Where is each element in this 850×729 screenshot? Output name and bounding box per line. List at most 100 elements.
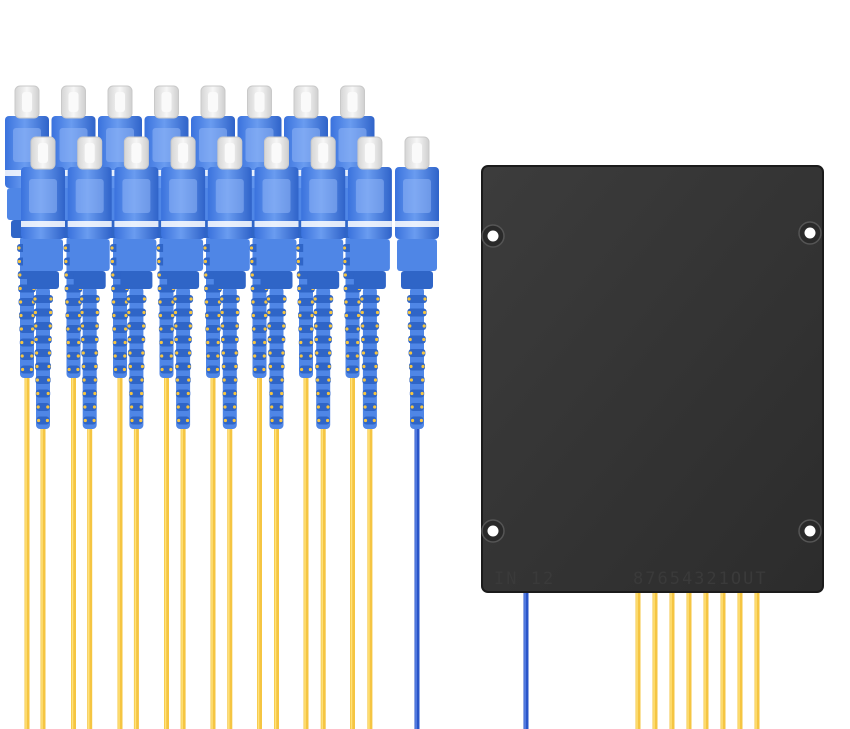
boot-rib-dot — [47, 364, 51, 369]
boot-rib — [126, 308, 146, 317]
boot-rib-dot — [310, 327, 314, 331]
boot-rib — [253, 365, 266, 374]
boot-rib-dot — [356, 313, 361, 318]
boot-rib — [251, 311, 268, 320]
housing-band — [301, 221, 346, 227]
connector-collar — [303, 239, 344, 271]
boot-rib-dot — [140, 391, 144, 396]
boot-rib — [362, 376, 378, 384]
boot-rib-dot — [127, 310, 131, 315]
boot-rib-dot — [129, 391, 133, 396]
boot-rib-dot — [407, 297, 411, 301]
boot-rib-dot — [95, 324, 99, 328]
boot-rib-dot — [205, 327, 209, 331]
boot-rib-dot — [315, 364, 319, 369]
boot-rib — [173, 308, 193, 317]
boot-rib-dot — [142, 310, 146, 315]
boot-rib — [251, 325, 268, 333]
boot-rib-dot — [423, 310, 427, 315]
boot-rib — [128, 362, 145, 371]
boot-rib — [252, 338, 267, 347]
boot-rib-dot — [18, 286, 22, 291]
boot-rib-dot — [360, 310, 364, 315]
ferrule-tip — [364, 143, 375, 163]
boot-rib-dot — [410, 405, 414, 409]
boot-rib — [345, 338, 360, 347]
boot-rib — [35, 362, 51, 371]
boot-rib-dot — [355, 354, 359, 358]
boot-rib-dot — [128, 337, 132, 342]
boot-rib-dot — [157, 259, 161, 264]
connector-collar — [209, 239, 250, 271]
boot-rib-dot — [310, 313, 314, 318]
boot-rib-dot — [36, 391, 40, 396]
boot-rib-dot — [296, 259, 300, 264]
boot-rib-dot — [17, 259, 21, 264]
boot-rib-dot — [280, 378, 284, 382]
boot-rib-dot — [361, 324, 365, 328]
boot-rib-dot — [329, 297, 333, 301]
connector-boot — [407, 287, 427, 429]
boot-rib-dot — [142, 324, 146, 328]
boot-rib-dot — [82, 378, 86, 382]
boot-rib-dot — [49, 310, 53, 315]
boot-rib — [205, 338, 221, 347]
boot-rib-dot — [249, 246, 254, 250]
boot-rib-dot — [33, 297, 37, 301]
boot-rib-dot — [20, 340, 24, 345]
boot-rib-dot — [46, 405, 50, 409]
boot-rib — [269, 389, 284, 398]
boot-rib-dot — [263, 340, 267, 345]
boot-rib-dot — [235, 324, 239, 328]
boot-rib-dot — [217, 327, 221, 331]
boot-rib — [130, 416, 143, 425]
boot-rib-dot — [410, 391, 414, 396]
boot-rib-dot — [204, 286, 208, 291]
boot-rib-dot — [233, 378, 237, 382]
boot-rib-dot — [345, 327, 349, 331]
boot-rib — [268, 349, 285, 357]
boot-rib — [19, 311, 35, 320]
boot-rib-dot — [327, 378, 331, 382]
boot-rib — [408, 335, 426, 344]
boot-rib-dot — [344, 286, 348, 291]
sc-connector — [21, 136, 65, 729]
boot-rib-dot — [297, 273, 301, 277]
boot-rib — [268, 376, 285, 384]
boot-rib-dot — [362, 364, 366, 369]
boot-rib-dot — [159, 340, 163, 345]
boot-rib-dot — [170, 313, 175, 318]
sc-connector — [347, 136, 392, 729]
housing-band — [67, 221, 112, 227]
ferrule-tip — [347, 92, 358, 112]
boot-rib — [158, 311, 175, 320]
boot-rib-dot — [236, 297, 240, 301]
boot-rib-dot — [326, 405, 330, 409]
boot-rib-dot — [374, 351, 378, 355]
boot-rib-dot — [299, 340, 303, 345]
boot-rib — [65, 325, 82, 333]
mounting-hole-opening — [487, 230, 499, 242]
boot-rib — [360, 308, 380, 317]
boot-rib-dot — [34, 324, 38, 328]
boot-rib-dot — [215, 367, 219, 372]
boot-rib-dot — [251, 300, 255, 304]
boot-rib-dot — [253, 354, 257, 358]
ferrule-tip — [301, 92, 311, 112]
boot-rib-dot — [64, 259, 68, 264]
boot-rib — [362, 389, 378, 398]
boot-rib-dot — [126, 297, 130, 301]
boot-rib-dot — [157, 273, 161, 277]
boot-rib-dot — [316, 391, 320, 396]
boot-rib-dot — [187, 351, 192, 355]
boot-rib — [36, 403, 50, 411]
boot-rib — [409, 362, 425, 371]
boot-rib-dot — [221, 324, 225, 328]
boot-rib-dot — [205, 300, 209, 304]
sc-connector — [207, 136, 252, 729]
boot-rib-dot — [220, 310, 224, 315]
boot-rib — [314, 322, 333, 330]
boot-rib — [359, 295, 380, 303]
boot-rib-dot — [223, 405, 227, 409]
